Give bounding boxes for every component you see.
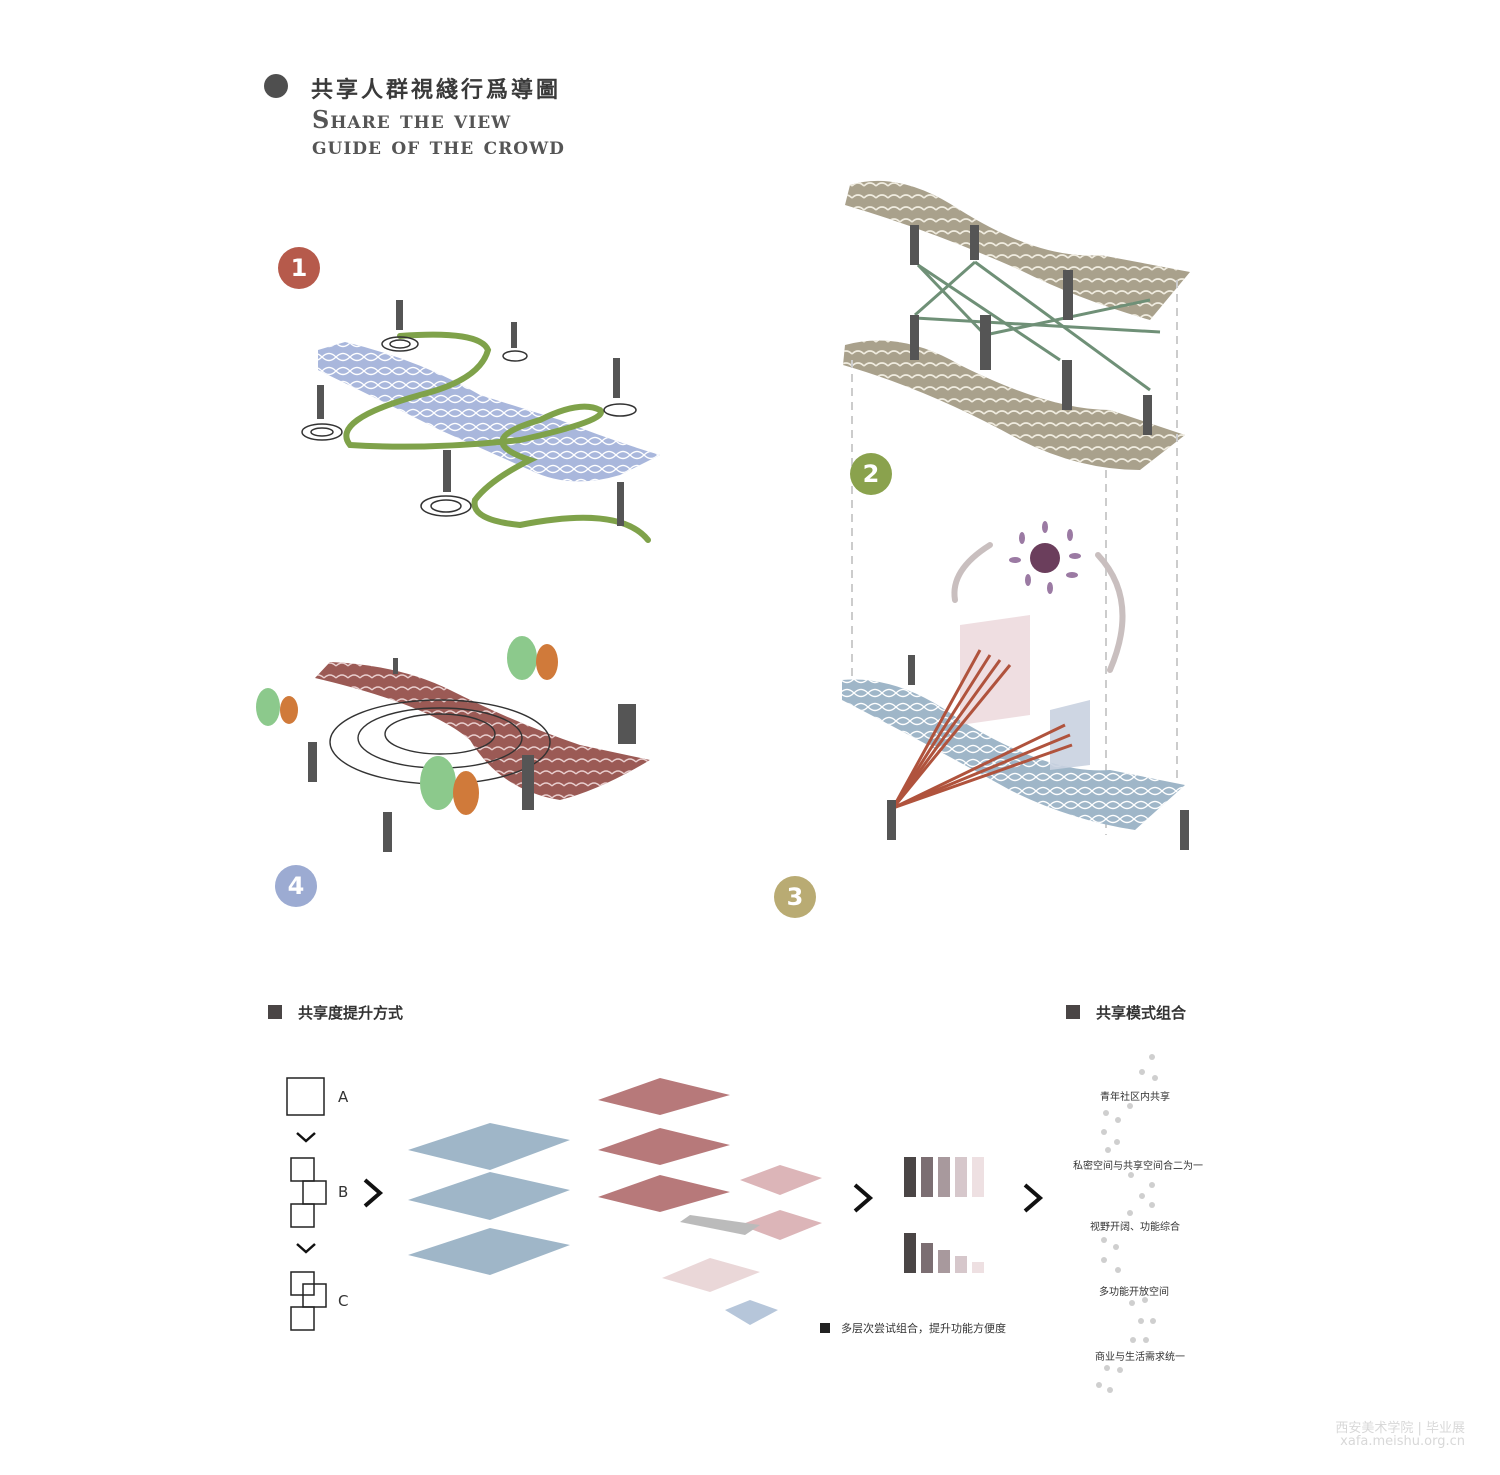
diagram-1-path-guide xyxy=(301,300,660,543)
watermark-url: xafa.meishu.org.cn xyxy=(1340,1434,1465,1449)
mode-item: 青年社区内共享 xyxy=(1100,1092,1170,1103)
arrow-chevrons xyxy=(296,1132,1044,1254)
watermark-logo: 西安美术学院 | 毕业展 xyxy=(1335,1421,1465,1436)
mode-item: 多功能开放空间 xyxy=(1099,1287,1169,1298)
diagram-2-sightlines xyxy=(843,180,1190,835)
watermark-event: 毕业展 xyxy=(1425,1421,1465,1436)
page-title-en-line1: Share the view xyxy=(312,105,512,134)
caption-bullet-icon xyxy=(820,1323,830,1333)
layer-stack-diagram xyxy=(408,1078,822,1325)
badge-4: 4 xyxy=(275,865,317,907)
section-bullet-icon xyxy=(268,1005,282,1019)
diagram-3-view-framing xyxy=(842,521,1189,850)
section-bullet-icon xyxy=(1066,1005,1080,1019)
bar-comparison-icons xyxy=(904,1157,984,1273)
page-title-cn: 共享人群視綫行爲導圖 xyxy=(311,77,562,103)
mode-item: 私密空间与共享空间合二为一 xyxy=(1073,1161,1203,1172)
badge-2: 2 xyxy=(850,453,892,495)
step-label-b: B xyxy=(338,1183,349,1201)
abc-square-icons xyxy=(286,1077,327,1331)
dotted-path-decoration xyxy=(1096,1054,1158,1393)
watermark-school: 西安美术学院 xyxy=(1335,1421,1414,1436)
step-label-a: A xyxy=(338,1088,349,1106)
section-title-sharing-modes: 共享模式组合 xyxy=(1096,1004,1187,1022)
diagram-4-landscape-ribbon xyxy=(256,636,650,852)
mode-item: 视野开阔、功能综合 xyxy=(1090,1222,1180,1233)
section-title-sharing-improvement: 共享度提升方式 xyxy=(298,1004,404,1022)
badge-1: 1 xyxy=(278,247,320,289)
mode-item: 商业与生活需求统一 xyxy=(1095,1352,1185,1363)
page-title-en-line2: guide of the crowd xyxy=(312,131,565,160)
layer-caption: 多层次尝试组合，提升功能方便度 xyxy=(841,1322,1006,1335)
badge-3: 3 xyxy=(774,876,816,918)
title-bullet-icon xyxy=(264,74,288,98)
step-label-c: C xyxy=(338,1292,349,1310)
